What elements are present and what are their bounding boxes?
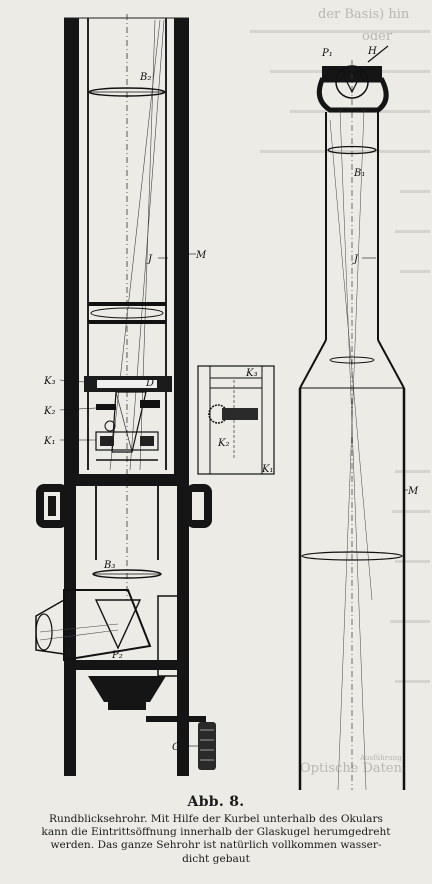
caption-line-3: werden. Das ganze Sehrohr ist natürlich …: [50, 839, 382, 852]
left-periscope: B₂ J M K₃ D K₂ K₁ B₃ P₂ G: [35, 14, 216, 776]
periscope-base: [88, 676, 166, 702]
k1-block: [95, 431, 159, 451]
prism-p1: [341, 71, 363, 94]
lens-b1: [327, 145, 377, 155]
label-k3: K₃: [43, 376, 55, 387]
label-p1: P₁: [321, 48, 333, 59]
label-k2-detail: K₂: [217, 438, 229, 449]
label-k1-detail: K₁: [261, 464, 273, 475]
label-k3-detail: K₃: [245, 368, 257, 379]
label-d: D: [145, 378, 154, 389]
label-k1: K₁: [43, 436, 55, 447]
bleed-text-aus: Ausführung: [359, 754, 402, 762]
bleed-text-opt: Optische Daten: [300, 761, 403, 776]
k2-block: [96, 404, 116, 410]
detail-inset: K₃ K₂ K₁: [197, 365, 275, 475]
label-m-right: M: [407, 486, 419, 497]
prism-p2: [94, 599, 142, 650]
label-j-right: J: [352, 254, 359, 265]
label-g: G: [172, 742, 180, 753]
crank-handle-g: [198, 722, 216, 770]
label-b3: B₃: [103, 560, 115, 571]
periscope-figure: der Basis) hin oder Optische Daten Ausfü…: [35, 7, 430, 790]
label-k2: K₂: [43, 406, 55, 417]
caption-text: Rundblicksehrohr. Mit Hilfe der Kurbel u…: [6, 813, 426, 866]
bleed-text-basis: der Basis) hin: [318, 7, 410, 22]
label-p2: P₂: [111, 650, 123, 661]
label-b1: B₁: [353, 168, 365, 179]
figure-caption: Abb. 8. Rundblicksehrohr. Mit Hilfe der …: [0, 790, 432, 884]
label-b2: B₂: [139, 72, 151, 83]
figure-number: Abb. 8.: [187, 794, 245, 810]
label-m-left: M: [195, 250, 207, 261]
caption-line-2: kann die Eintrittsöffnung innerhalb der …: [41, 826, 391, 839]
right-periscope: P₁ H B₁ J M: [298, 45, 419, 790]
caption-line-1: Rundblicksehrohr. Mit Hilfe der Kurbel u…: [49, 813, 383, 825]
label-h: H: [367, 46, 377, 57]
caption-line-4: dicht gebaut: [182, 852, 250, 865]
label-j-left: J: [146, 254, 153, 265]
